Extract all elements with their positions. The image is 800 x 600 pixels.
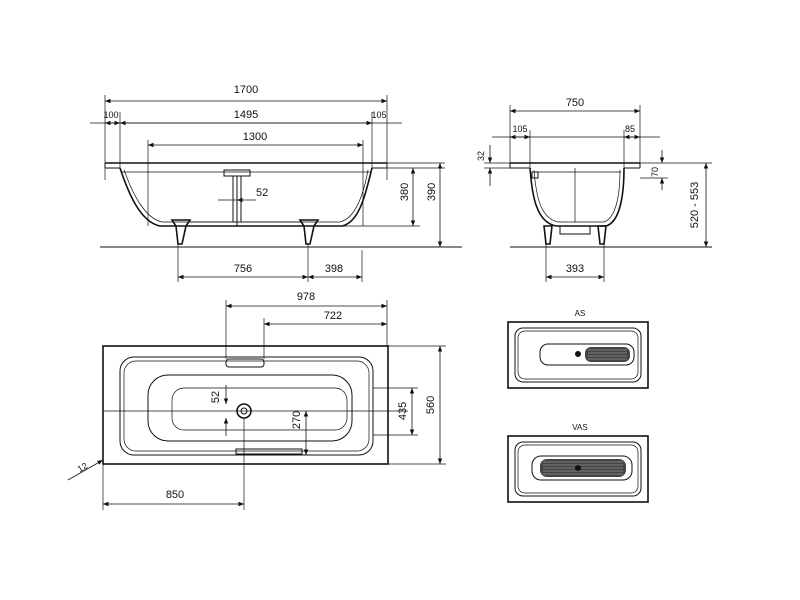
variant-vas-label: VAS	[572, 423, 587, 432]
foot-right-icon	[298, 219, 320, 245]
dim-foot-right: 398	[325, 263, 343, 275]
overflow-fitting	[223, 169, 251, 177]
end-view: 750 105 85 32 70 520 - 553 393	[476, 97, 712, 282]
dim-end-rim-right: 85	[625, 124, 635, 134]
as-outline	[507, 321, 649, 389]
as-drain-icon	[575, 351, 581, 357]
dim-inner-width: 435	[397, 402, 409, 420]
top-outline	[102, 345, 389, 465]
top-view: 978 722 52 270 435 560 12 850	[67, 291, 446, 510]
dim-end-rim-left: 105	[512, 124, 527, 134]
top-inner-basin	[119, 356, 374, 456]
dim-bottom-length: 1300	[243, 131, 267, 143]
dim-inner-length: 1495	[234, 109, 258, 121]
dim-left-rim: 100	[103, 110, 118, 120]
vas-drain-icon	[575, 465, 581, 471]
as-antislip-pad	[585, 347, 630, 362]
dim-drain-to-right: 978	[297, 291, 315, 303]
dim-right-rim: 105	[371, 110, 386, 120]
top-overflow	[225, 358, 265, 368]
foot-left-icon	[170, 219, 192, 245]
dim-inner-depth: 380	[399, 183, 411, 201]
end-foot-left-icon	[543, 225, 553, 245]
end-tub-body	[529, 167, 625, 227]
vas-outline	[507, 435, 649, 503]
dim-rim-radius: 12	[76, 461, 90, 475]
side-view: 1700 100 1495 105 1300 52 380 390 756	[90, 84, 462, 282]
dim-top-drain-offset: 52	[210, 391, 222, 403]
dim-end-foot-span: 393	[566, 263, 584, 275]
dim-end-height-range: 520 - 553	[689, 182, 701, 228]
variant-vas: VAS	[507, 423, 649, 503]
end-foot-right-icon	[597, 225, 607, 245]
dim-total-width: 560	[425, 396, 437, 414]
dim-overflow-to-right: 722	[324, 310, 342, 322]
dim-end-rim-thickness: 32	[476, 151, 486, 161]
top-bottom-area	[147, 374, 353, 442]
dim-total-depth: 390	[426, 183, 438, 201]
dim-drain-from-side: 270	[291, 411, 303, 429]
variant-as-label: AS	[575, 309, 586, 318]
dim-drain-from-left: 850	[166, 489, 184, 501]
variant-as: AS	[507, 309, 649, 389]
side-tub-body	[119, 167, 373, 227]
dim-end-width: 750	[566, 97, 584, 109]
dim-foot-left: 756	[234, 263, 252, 275]
dim-drain-offset-side: 52	[256, 187, 268, 199]
dim-end-overflow-height: 70	[650, 167, 660, 177]
dim-total-length: 1700	[234, 84, 258, 96]
